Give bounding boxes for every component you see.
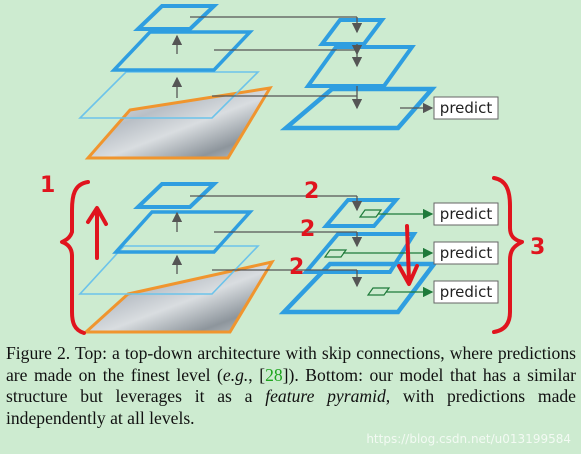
up-arrow-annotation — [86, 206, 108, 260]
bottom-bottomup-level-1 — [78, 245, 260, 295]
right-bracket — [492, 176, 524, 334]
caption-citation[interactable]: 28 — [265, 364, 283, 385]
bottom-bottomup-level-2 — [112, 210, 254, 254]
annotation-two-low: 2 — [289, 255, 304, 280]
caption-feature-pyramid: feature pyramid — [265, 386, 386, 406]
bottom-predict-box-2 — [433, 241, 499, 265]
annotation-three: 3 — [530, 235, 545, 260]
top-topdown-level-2 — [304, 45, 416, 88]
top-predict-box — [433, 96, 499, 120]
bottom-bottomup-level-3 — [133, 182, 219, 209]
bottom-predict-label-3: predict — [440, 205, 493, 223]
top-bottomup-level-3 — [133, 4, 219, 31]
figure-caption: Figure 2. Top: a top-down architecture w… — [6, 343, 576, 429]
caption-label: Figure 2. — [6, 343, 71, 363]
caption-part2: , [ — [248, 364, 266, 385]
top-bottomup-level-2 — [109, 30, 255, 72]
bottom-predict-box-3 — [433, 202, 499, 226]
bottom-topdown-level-2 — [301, 232, 418, 274]
bottom-architecture: predict predict predict — [78, 182, 499, 334]
caption-eg: e.g. — [222, 364, 249, 385]
caption-part4: , with predictions made independently at… — [6, 386, 576, 428]
watermark-url: https://blog.csdn.net/u013199584 — [366, 432, 571, 446]
left-bracket — [60, 180, 90, 335]
top-bottomup-level-1 — [78, 71, 260, 119]
annotation-two-mid: 2 — [300, 217, 315, 242]
top-architecture: predict — [78, 4, 499, 160]
red-annotations: 1 2 2 2 3 — [40, 173, 545, 335]
bottom-topdown-level-3 — [321, 198, 401, 228]
caption-part1: Top: a top-down architecture with skip c… — [6, 343, 576, 385]
top-input-image — [84, 86, 273, 160]
bottom-predict-label-1: predict — [440, 283, 493, 301]
bottom-head-1 — [366, 287, 391, 296]
bottom-head-2 — [323, 249, 348, 258]
annotation-one: 1 — [40, 173, 55, 198]
annotation-two-top: 2 — [304, 179, 319, 204]
bottom-predict-box-1 — [433, 280, 499, 304]
caption-part3: ]). Bottom: our model that has a similar… — [6, 364, 576, 407]
down-arrow-annotation — [397, 224, 419, 286]
top-predict-label: predict — [440, 99, 493, 117]
bottom-input-image — [82, 259, 276, 334]
bottom-head-3 — [358, 209, 383, 218]
top-topdown-level-1 — [279, 86, 437, 131]
top-topdown-level-3 — [318, 18, 386, 46]
bottom-topdown-level-1 — [278, 261, 439, 315]
bottom-predict-label-2: predict — [440, 244, 493, 262]
